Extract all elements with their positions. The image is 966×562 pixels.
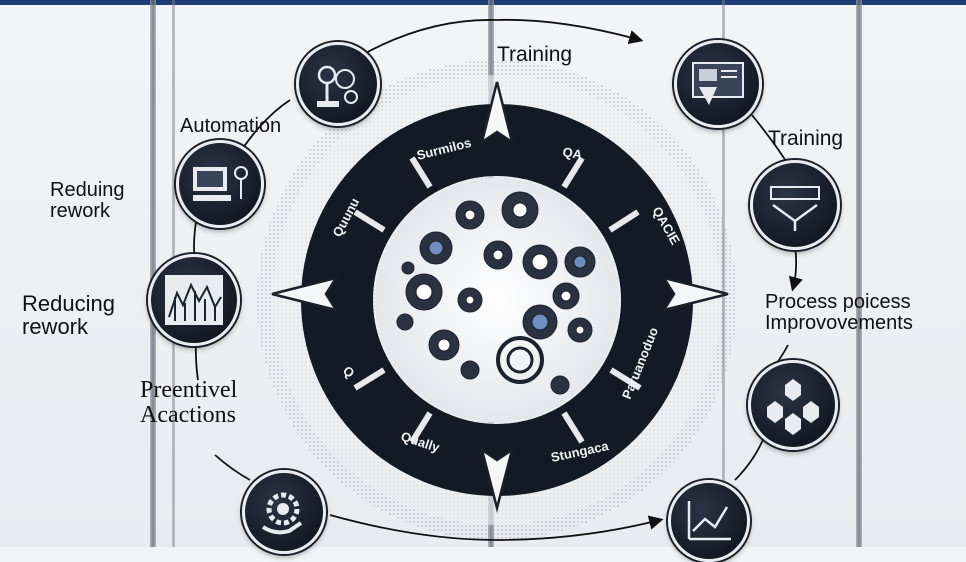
label-line: rework [50,200,111,222]
label-reducing-rework-1: Reduing rework [50,180,125,222]
label-preventive-actions: Preentivel Acactions [140,377,238,429]
background-pillar [856,0,862,547]
gear-hand-icon [261,492,303,535]
dashboard-icon [692,62,744,105]
funnel-icon [770,186,820,231]
cycle-diagram: Surmilos QA QACIE Paruanoduo Stungaca Qu… [193,18,803,541]
line-chart-icon [687,501,731,541]
label-line: Reducing [22,291,115,316]
gear-cluster [396,191,596,395]
hexagon-network-icon [767,379,819,435]
label-line: Acactions [140,402,236,429]
label-top-title: Training [497,43,573,66]
label-line: Reduing [50,179,125,201]
tools-icon [317,65,358,107]
label-reducing-rework-2: Reducing rework [22,292,115,338]
arrow-left [271,276,339,312]
label-automation: Automation [180,115,282,137]
label-training-right: Training [768,127,844,150]
node-monitor [176,140,264,228]
label-line: Improvovements [765,312,913,334]
bar-chart-icon [165,275,223,325]
node-hexagon-network [748,360,838,450]
node-dashboard [674,40,762,128]
top-accent-bar [0,0,966,5]
monitor-icon [193,166,248,201]
label-process-improvements: Process poicess Improvovements [765,292,913,334]
node-line-chart [668,480,750,562]
node-gear-hand [242,470,326,554]
arrow-up [480,81,514,145]
label-line: rework [22,314,89,340]
ring-separators [353,156,642,444]
node-bar-chart [148,254,240,346]
background-pillar [150,0,156,547]
node-tools [296,42,380,126]
label-line: Preentivel [140,377,238,403]
node-funnel [750,160,840,250]
arrow-down [479,447,515,513]
segment-label-top-right: QA [561,144,583,162]
label-line: Process poicess [765,291,911,313]
cardinal-arrows [271,81,729,513]
arrow-right [661,276,729,312]
